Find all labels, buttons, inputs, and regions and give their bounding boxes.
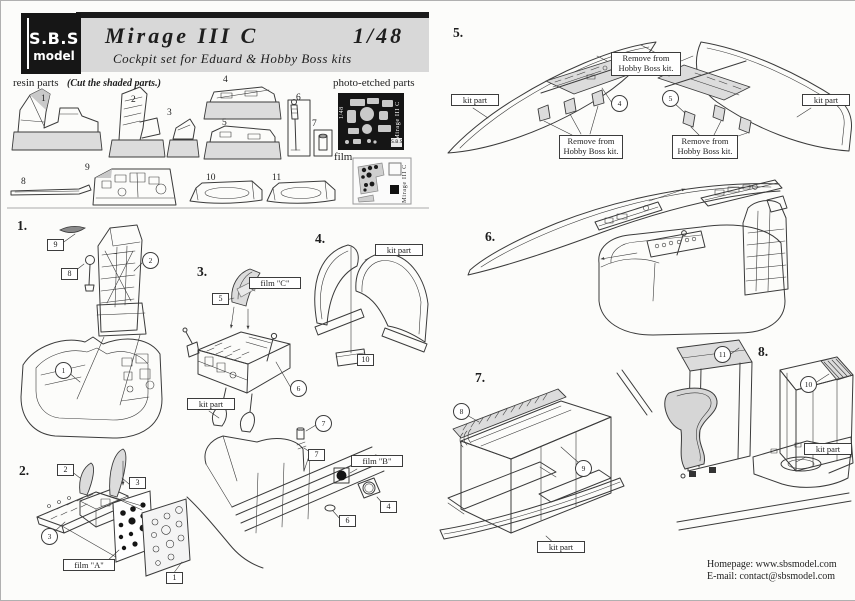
resin-part-8-drawing <box>10 184 92 196</box>
resin-part-number-6: 6 <box>296 93 301 103</box>
step8-callout-resin-11: 11 <box>714 346 731 363</box>
step5-kit-part-label-left: kit part <box>451 94 499 107</box>
step3-callout-resin-7: 7 <box>315 415 332 432</box>
cut-shaded-note: (Cut the shaded parts.) <box>67 78 161 89</box>
step8-kit-part-label: kit part <box>804 443 852 456</box>
resin-part-2-drawing <box>108 86 166 158</box>
sbs-model-logo: S.B.S model <box>21 13 81 74</box>
step5-kit-part-label-right: kit part <box>802 94 850 107</box>
step5-remove-label-right: Remove from Hobby Boss kit. <box>672 135 738 159</box>
footer-email: E-mail: contact@sbsmodel.com <box>707 571 836 582</box>
step3-callout-pe-5: 5 <box>212 293 229 305</box>
step1-callout-resin-2: 2 <box>142 252 159 269</box>
photo-etched-parts-label: photo-etched parts <box>333 77 415 89</box>
logo-text-bottom: model <box>33 49 75 63</box>
resin-part-number-10: 10 <box>206 173 216 183</box>
resin-part-9-drawing <box>92 168 177 206</box>
resin-part-number-4: 4 <box>223 75 228 85</box>
resin-part-number-1: 1 <box>41 94 46 104</box>
pe-fret-brand: S.B.S <box>391 140 403 145</box>
resin-part-1-drawing <box>11 88 103 151</box>
step7-callout-resin-8: 8 <box>453 403 470 420</box>
resin-part-4-drawing <box>203 86 282 120</box>
step3-callout-pe-6: 6 <box>339 515 356 527</box>
step2-callout-pe-2: 2 <box>57 464 74 476</box>
resin-part-number-2: 2 <box>131 95 136 105</box>
kit-scale: 1/48 <box>353 23 405 48</box>
step-8-drawing <box>664 339 854 531</box>
step5-remove-label-left: Remove from Hobby Boss kit. <box>559 135 623 159</box>
step8-callout-resin-10: 10 <box>800 376 817 393</box>
logo-accent-line <box>27 18 29 69</box>
step5-callout-resin-4: 4 <box>611 95 628 112</box>
step-1-drawing <box>20 224 163 439</box>
footer-homepage: Homepage: www.sbsmodel.com <box>707 559 837 570</box>
resin-part-number-11: 11 <box>272 173 282 183</box>
resin-part-number-5: 5 <box>222 118 227 128</box>
resin-part-number-9: 9 <box>85 163 90 173</box>
step3-callout-resin-6: 6 <box>290 380 307 397</box>
pe-fret-drawing <box>338 93 404 150</box>
header-top-bar <box>76 12 429 18</box>
step2-callout-resin-3: 3 <box>41 528 58 545</box>
step7-callout-resin-9: 9 <box>575 460 592 477</box>
step3-callout-pe-7: 7 <box>308 449 325 461</box>
pe-fret-title: Mirage III C <box>394 101 401 140</box>
step2-film-a-label: film "A" <box>63 559 115 572</box>
resin-parts-label: resin parts <box>13 77 59 89</box>
film-sheet-drawing <box>352 157 412 205</box>
step2-callout-pe-1: 1 <box>166 572 183 584</box>
step3-film-c-label: film "C" <box>249 277 301 290</box>
step-6-drawing <box>467 179 789 336</box>
step-5-number: 5. <box>453 25 464 40</box>
step-7-number: 7. <box>475 370 486 385</box>
step3-film-b-label: film "B" <box>351 455 403 468</box>
step-6-number: 6. <box>485 229 496 244</box>
step4-callout-pe-10: 10 <box>357 354 374 366</box>
step-7-drawing <box>439 369 653 547</box>
step-8-number: 8. <box>758 344 769 359</box>
step1-callout-pe-8: 8 <box>61 268 78 280</box>
step-4-drawing <box>314 244 429 367</box>
pe-fret-scale: 1/48 <box>339 106 345 119</box>
step-2-drawing <box>36 448 191 577</box>
step5-callout-resin-5: 5 <box>662 90 679 107</box>
kit-subtitle: Cockpit set for Eduard & Hobby Boss kits <box>113 51 352 66</box>
step5-remove-label-center: Remove from Hobby Boss kit. <box>611 52 681 76</box>
resin-part-number-8: 8 <box>21 177 26 187</box>
resin-part-10-drawing <box>189 180 263 204</box>
film-label: film <box>334 151 353 163</box>
step-4-number: 4. <box>315 231 326 246</box>
step7-kit-part-label: kit part <box>537 541 585 554</box>
film-sheet-title: Mirage III C <box>401 164 408 203</box>
logo-text-top: S.B.S <box>29 29 79 48</box>
resin-part-7-drawing <box>313 129 333 157</box>
header-panel <box>81 18 429 72</box>
step-2-number: 2. <box>19 463 30 478</box>
step2-callout-pe-3: 3 <box>129 477 146 489</box>
step3-callout-pe-4: 4 <box>380 501 397 513</box>
step-3-number: 3. <box>197 264 208 279</box>
step1-callout-resin-1: 1 <box>55 362 72 379</box>
resin-part-11-drawing <box>266 180 336 204</box>
step4-kit-part-label: kit part <box>375 244 423 257</box>
step-3-drawing <box>182 268 386 569</box>
kit-title: Mirage III C <box>105 23 259 48</box>
resin-part-number-7: 7 <box>312 119 317 129</box>
resin-part-5-drawing <box>203 125 282 160</box>
resin-part-3-drawing <box>166 118 200 158</box>
step3-kit-part-label: kit part <box>187 398 235 411</box>
step-1-number: 1. <box>17 218 28 233</box>
resin-part-number-3: 3 <box>167 108 172 118</box>
step1-callout-pe-9: 9 <box>47 239 64 251</box>
resin-part-6-drawing <box>287 99 311 157</box>
